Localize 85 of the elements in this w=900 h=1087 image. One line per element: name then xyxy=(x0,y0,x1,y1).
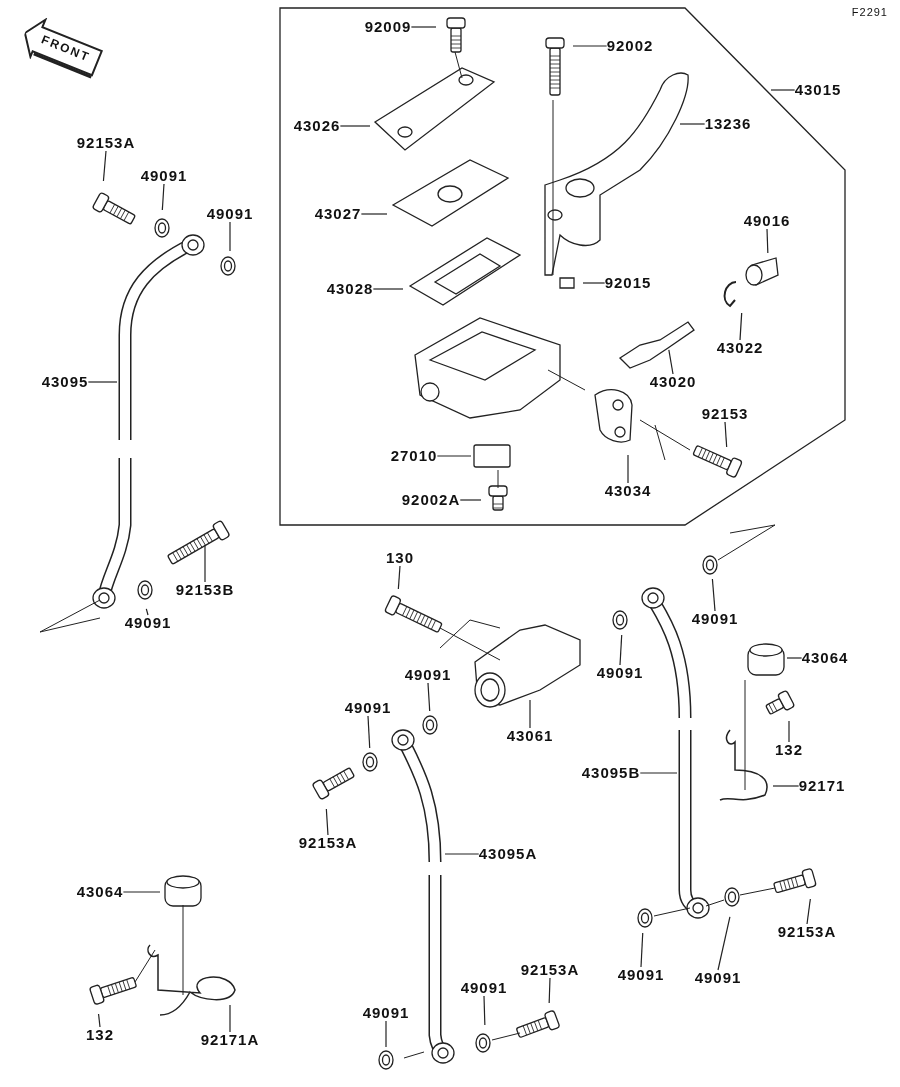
callout-number: 49091 xyxy=(362,1005,410,1021)
leader-line xyxy=(711,578,716,612)
callout-number: 132 xyxy=(86,1027,114,1043)
leader-line xyxy=(717,916,731,971)
callout-number: 92015 xyxy=(604,275,652,291)
leader-line xyxy=(724,421,728,448)
leader-line xyxy=(339,125,371,127)
leader-line xyxy=(548,977,551,1004)
callout-number: 43095A xyxy=(478,846,538,862)
callout-number: 92153 xyxy=(701,406,749,422)
callout-number: 43015 xyxy=(794,82,842,98)
callout-number: 49091 xyxy=(344,700,392,716)
callout-number: 49091 xyxy=(460,980,508,996)
leader-line xyxy=(619,634,623,666)
callout-number: 92002A xyxy=(401,492,461,508)
leader-line xyxy=(325,808,329,836)
callout-number: 43026 xyxy=(293,118,341,134)
leader-line xyxy=(640,932,644,968)
callout-number: 27010 xyxy=(390,448,438,464)
leader-line xyxy=(582,282,606,284)
callout-number: 43022 xyxy=(716,340,764,356)
leader-line xyxy=(786,657,803,659)
leader-line xyxy=(360,213,388,215)
leader-line xyxy=(102,150,107,182)
callout-number: 13236 xyxy=(704,116,752,132)
leader-line xyxy=(97,1013,101,1028)
callout-number: 49091 xyxy=(694,970,742,986)
leader-line xyxy=(397,565,401,590)
leader-line xyxy=(806,898,811,925)
leader-line xyxy=(161,183,165,211)
callout-number: 49091 xyxy=(124,615,172,631)
callout-number: 132 xyxy=(775,742,803,758)
callout-number: 49091 xyxy=(691,611,739,627)
leader-line xyxy=(436,455,472,457)
leader-line xyxy=(739,312,743,341)
callout-number: 92153A xyxy=(777,924,837,940)
callout-number: 49091 xyxy=(140,168,188,184)
leader-line xyxy=(529,699,531,729)
callout-number: 92009 xyxy=(364,19,412,35)
leader-line xyxy=(627,454,629,484)
leader-line xyxy=(679,123,706,125)
leader-line xyxy=(87,381,118,383)
callout-number: 49016 xyxy=(743,213,791,229)
leader-line xyxy=(372,288,404,290)
callout-number: 43064 xyxy=(76,884,124,900)
leader-line xyxy=(367,715,371,749)
callout-number: 92002 xyxy=(606,38,654,54)
callout-number: 49091 xyxy=(404,667,452,683)
callout-number: 43064 xyxy=(801,650,849,666)
leader-line xyxy=(427,682,431,712)
leader-line xyxy=(122,891,161,893)
callout-number: 49091 xyxy=(617,967,665,983)
callout-number: 49091 xyxy=(206,206,254,222)
leader-line xyxy=(572,45,608,47)
leader-line xyxy=(459,499,482,501)
callout-number: 92171A xyxy=(200,1032,260,1048)
leader-line xyxy=(766,228,769,254)
callout-number: 43027 xyxy=(314,206,362,222)
leader-line xyxy=(229,1004,231,1033)
leader-line xyxy=(410,26,437,28)
callout-number: 92153A xyxy=(520,962,580,978)
leader-line xyxy=(772,785,800,787)
callout-number: 43020 xyxy=(649,374,697,390)
callout-number: 130 xyxy=(386,550,414,566)
callout-number: 92171 xyxy=(798,778,846,794)
leader-line xyxy=(385,1020,387,1048)
leader-line xyxy=(788,720,790,743)
leader-line xyxy=(145,608,149,616)
leader-line xyxy=(639,772,678,774)
leader-line xyxy=(229,221,231,252)
leader-line xyxy=(444,853,480,855)
callout-number: 92153A xyxy=(298,835,358,851)
callout-number: 92153B xyxy=(175,582,235,598)
leader-line xyxy=(204,544,206,583)
figure-code: F2291 xyxy=(851,5,888,20)
callout-number: 43061 xyxy=(506,728,554,744)
callout-number: 92153A xyxy=(76,135,136,151)
callout-number: 43028 xyxy=(326,281,374,297)
callout-number: 49091 xyxy=(596,665,644,681)
leader-line xyxy=(483,995,486,1026)
leader-line xyxy=(770,89,796,91)
callout-number: 43095 xyxy=(41,374,89,390)
callout-number: 43095B xyxy=(581,765,641,781)
leader-line xyxy=(668,349,674,375)
callout-number: 43034 xyxy=(604,483,652,499)
